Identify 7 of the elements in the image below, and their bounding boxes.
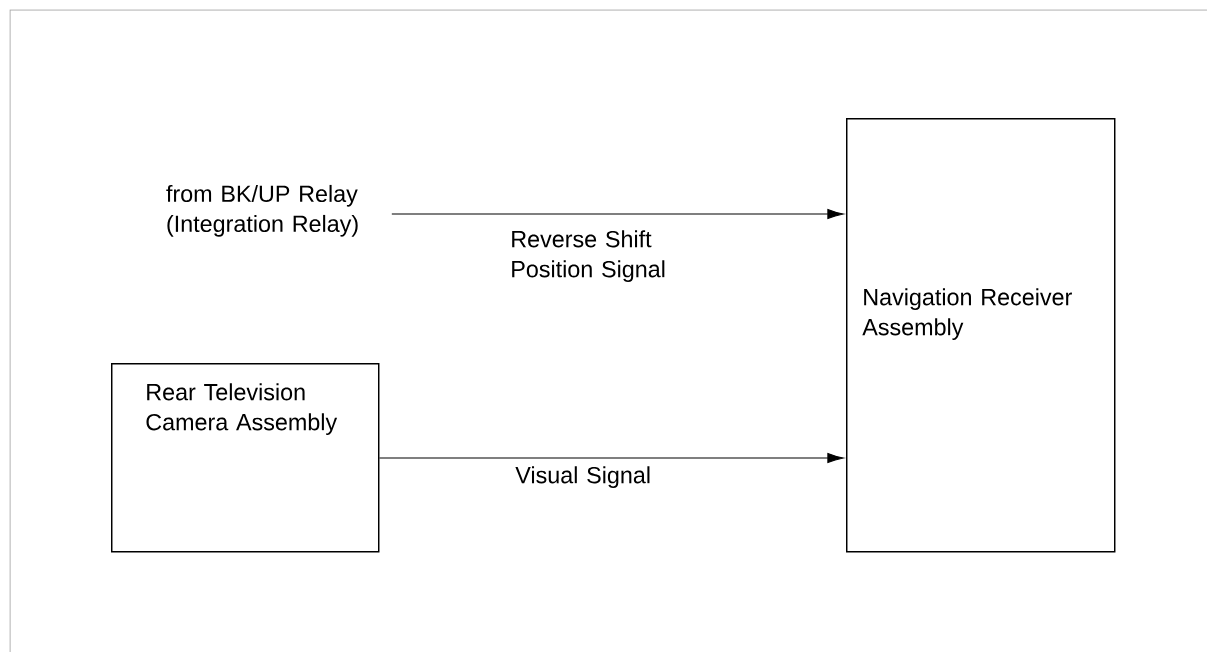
component-box: Navigation Receiver Assembly [846,118,1116,553]
component-box: Rear Television Camera Assembly [111,363,380,553]
signal-source-label: from BK/UP Relay (Integration Relay) [166,184,358,237]
signal-label: Reverse Shift Position Signal [512,230,665,282]
signal-label: Visual Signal [515,466,650,488]
arrow [391,208,844,220]
arrow [378,452,844,464]
